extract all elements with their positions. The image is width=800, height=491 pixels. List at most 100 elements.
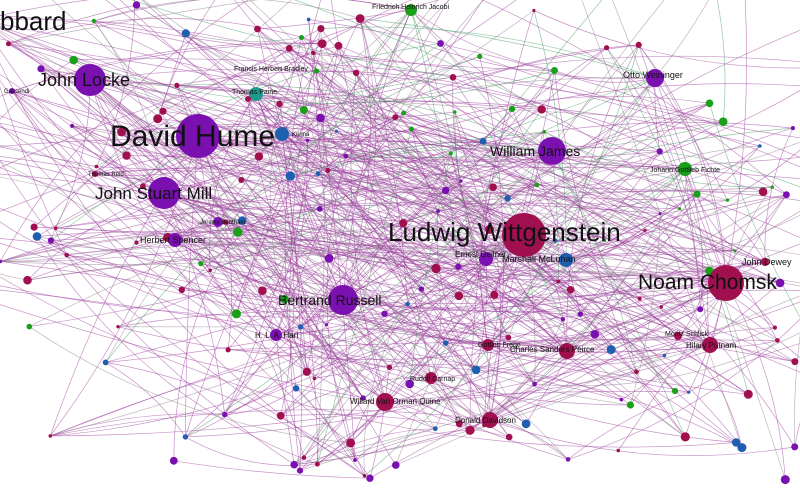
minor-node[interactable] (222, 219, 229, 225)
minor-node[interactable] (635, 41, 642, 49)
minor-node[interactable] (343, 153, 349, 159)
minor-node[interactable] (783, 191, 790, 199)
minor-node[interactable] (537, 105, 546, 114)
minor-node[interactable] (508, 105, 516, 113)
minor-node[interactable] (317, 25, 325, 33)
minor-node[interactable] (392, 114, 399, 121)
minor-node[interactable] (725, 198, 730, 202)
minor-node[interactable] (553, 238, 558, 243)
minor-node[interactable] (604, 45, 610, 51)
minor-node[interactable] (122, 151, 131, 160)
node-kenna[interactable] (275, 127, 289, 141)
minor-node[interactable] (431, 263, 441, 274)
minor-node[interactable] (290, 460, 299, 469)
node-wittgenstein[interactable] (502, 213, 546, 257)
minor-node[interactable] (355, 14, 365, 23)
minor-node[interactable] (285, 171, 295, 181)
node-frege[interactable] (482, 339, 494, 351)
minor-node[interactable] (505, 334, 512, 341)
node-mcluhan[interactable] (559, 253, 573, 267)
minor-node[interactable] (693, 190, 701, 198)
minor-node[interactable] (316, 206, 323, 212)
minor-node[interactable] (222, 411, 228, 418)
minor-node[interactable] (366, 474, 374, 482)
minor-node[interactable] (659, 305, 664, 309)
minor-node[interactable] (169, 456, 178, 465)
minor-node[interactable] (619, 397, 624, 402)
minor-node[interactable] (718, 117, 728, 126)
minor-node[interactable] (705, 99, 714, 108)
minor-node[interactable] (606, 345, 616, 355)
minor-node[interactable] (285, 44, 293, 52)
minor-node[interactable] (225, 347, 231, 353)
minor-node[interactable] (47, 237, 55, 244)
minor-node[interactable] (102, 359, 109, 366)
minor-node[interactable] (315, 461, 320, 467)
minor-node[interactable] (178, 286, 185, 294)
node-davidson[interactable] (482, 412, 498, 428)
minor-node[interactable] (352, 69, 360, 77)
minor-node[interactable] (70, 123, 75, 128)
minor-node[interactable] (313, 68, 319, 74)
minor-node[interactable] (311, 50, 316, 56)
minor-node[interactable] (325, 167, 331, 173)
node-putnam[interactable] (702, 337, 718, 353)
minor-node[interactable] (346, 438, 356, 448)
node-dewey[interactable] (761, 258, 769, 266)
minor-node[interactable] (566, 286, 575, 294)
minor-node[interactable] (229, 142, 233, 146)
minor-node[interactable] (48, 434, 53, 438)
node-gassendi[interactable] (9, 88, 15, 94)
minor-node[interactable] (30, 223, 38, 231)
node-locke[interactable] (74, 64, 106, 96)
minor-node[interactable] (296, 467, 304, 474)
minor-node[interactable] (334, 129, 339, 133)
minor-node[interactable] (455, 420, 463, 428)
node-bradley[interactable] (245, 96, 251, 102)
minor-node[interactable] (485, 225, 494, 234)
minor-node[interactable] (775, 338, 780, 343)
minor-node[interactable] (116, 325, 120, 329)
minor-node[interactable] (733, 249, 737, 253)
minor-node[interactable] (140, 183, 146, 190)
minor-node[interactable] (534, 182, 540, 188)
minor-node[interactable] (334, 41, 343, 50)
minor-node[interactable] (791, 358, 799, 366)
minor-node[interactable] (577, 311, 583, 317)
minor-node[interactable] (455, 263, 462, 270)
minor-node[interactable] (299, 106, 308, 114)
minor-node[interactable] (459, 179, 463, 183)
minor-node[interactable] (432, 426, 438, 432)
minor-node[interactable] (134, 240, 139, 245)
minor-node[interactable] (772, 325, 778, 330)
node-weininger[interactable] (646, 69, 664, 87)
minor-node[interactable] (302, 367, 311, 376)
minor-node[interactable] (560, 317, 566, 322)
minor-node[interactable] (449, 74, 457, 81)
minor-node[interactable] (258, 286, 267, 296)
minor-node[interactable] (532, 381, 537, 387)
minor-node[interactable] (324, 253, 334, 263)
minor-node[interactable] (312, 376, 317, 381)
node-peirce[interactable] (559, 343, 575, 359)
minor-node[interactable] (656, 148, 663, 155)
minor-node[interactable] (405, 379, 415, 389)
minor-node[interactable] (392, 461, 400, 469)
minor-node[interactable] (590, 330, 600, 339)
minor-node[interactable] (780, 475, 790, 485)
minor-node[interactable] (69, 55, 78, 65)
minor-node[interactable] (731, 438, 741, 447)
minor-node[interactable] (324, 323, 328, 327)
minor-node[interactable] (479, 138, 487, 145)
minor-node[interactable] (616, 448, 621, 453)
node-gellner[interactable] (479, 252, 493, 266)
minor-node[interactable] (626, 401, 635, 409)
node-chomsky[interactable] (708, 265, 744, 301)
minor-node[interactable] (637, 296, 642, 301)
minor-node[interactable] (505, 433, 513, 441)
node-carnap[interactable] (425, 372, 437, 384)
minor-node[interactable] (680, 432, 690, 442)
minor-node[interactable] (436, 209, 440, 214)
minor-node[interactable] (238, 216, 247, 225)
